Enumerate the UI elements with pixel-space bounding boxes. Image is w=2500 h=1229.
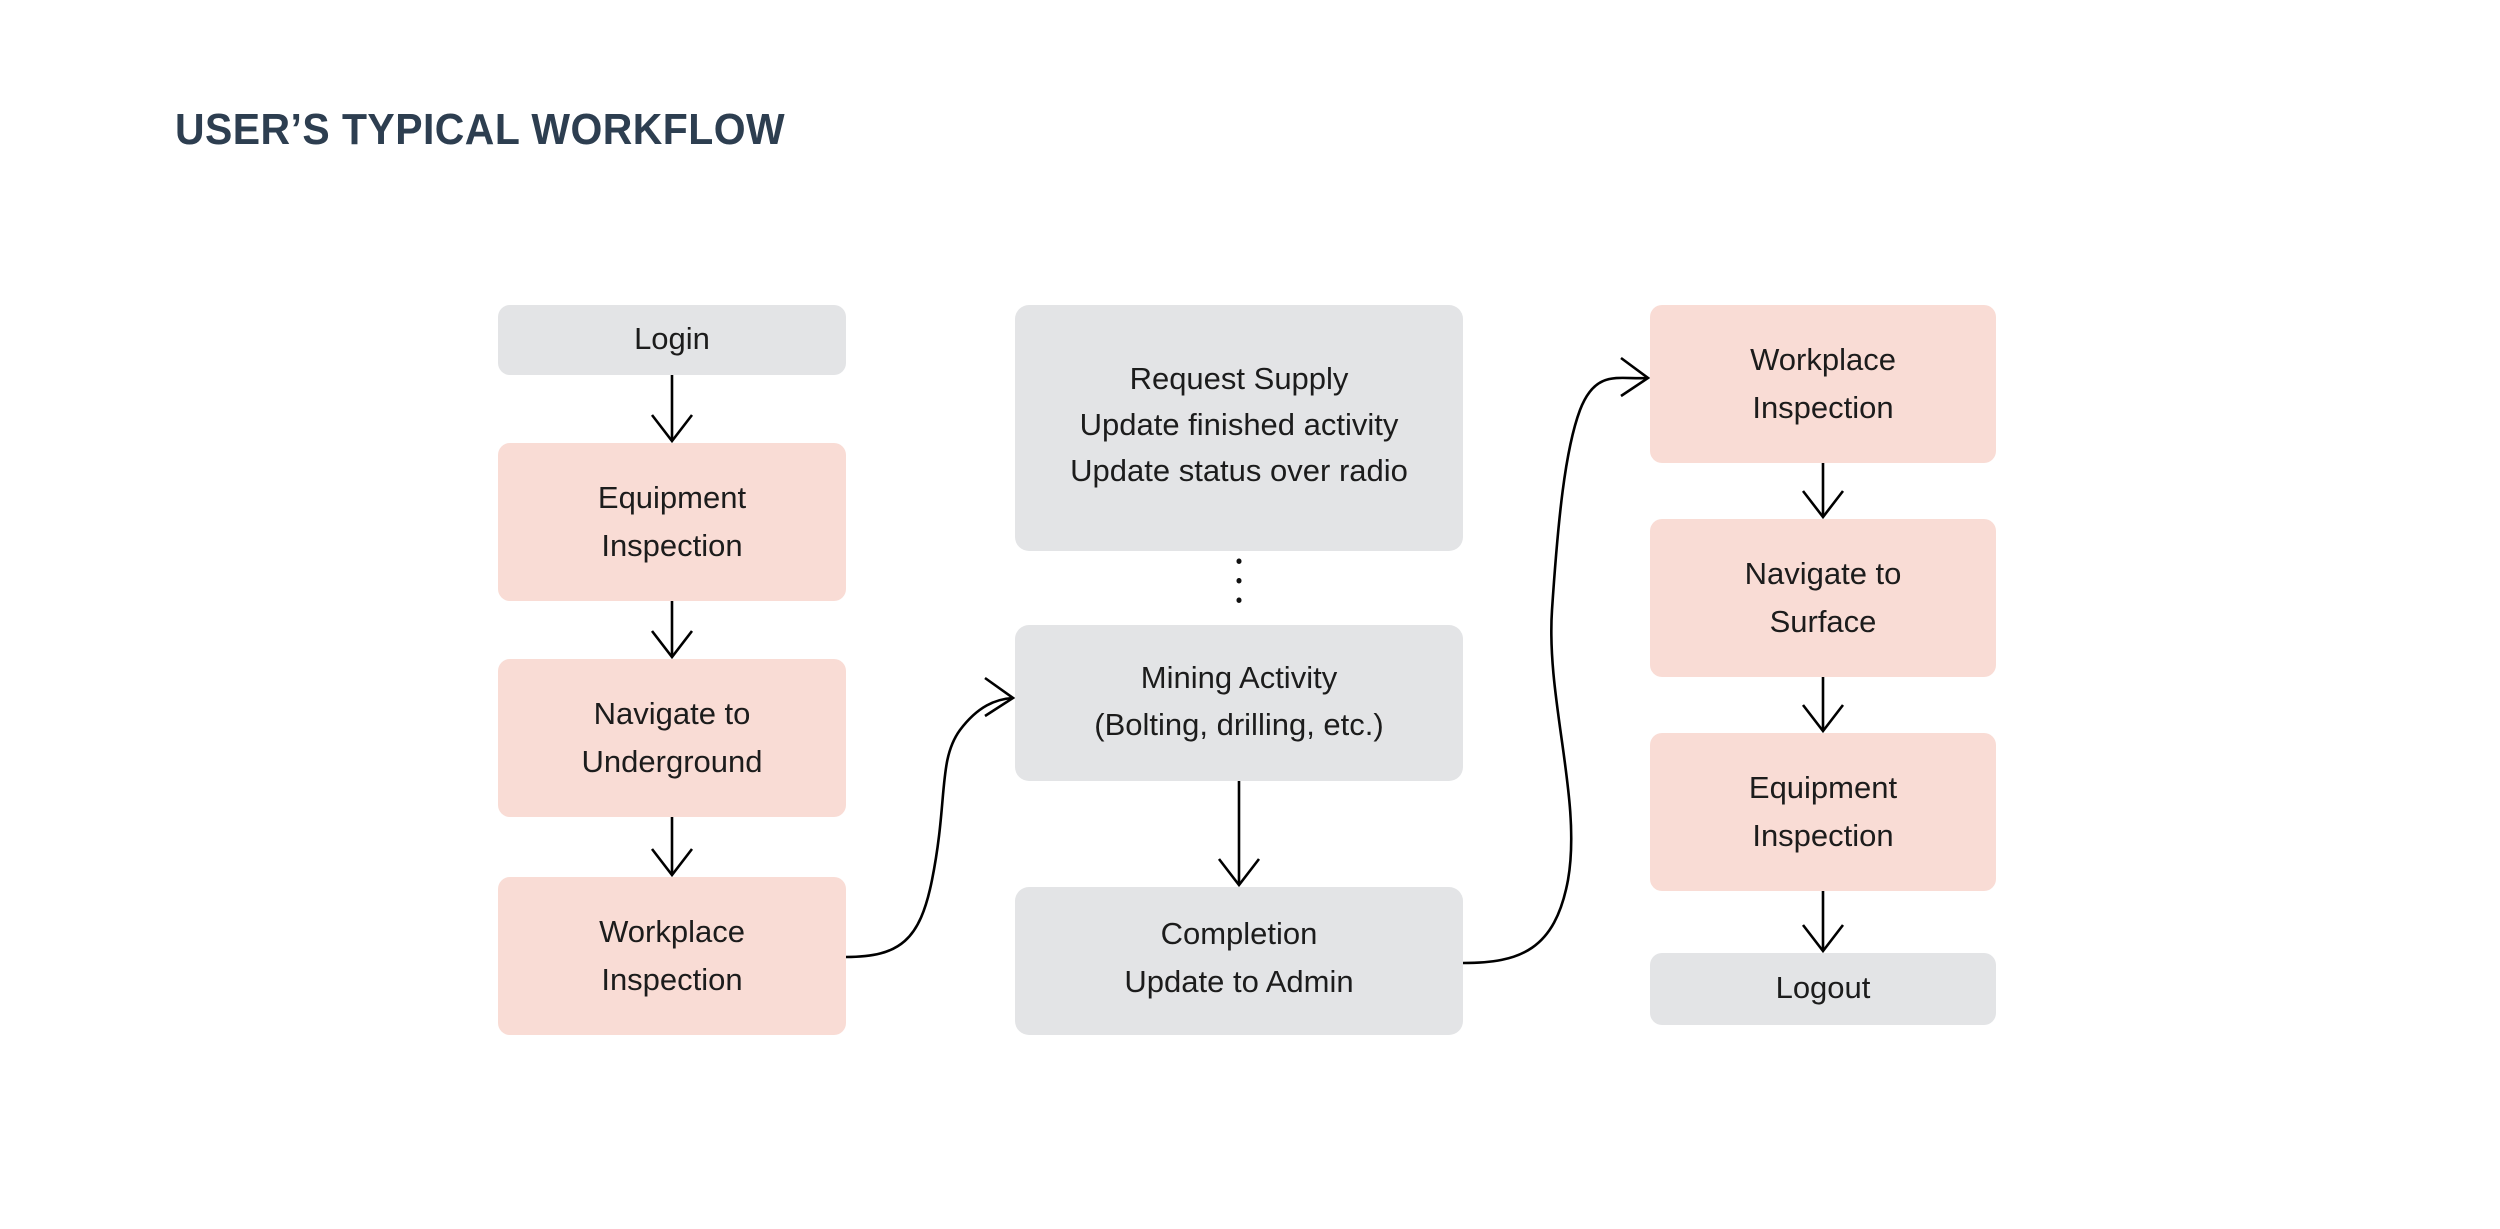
connector-completion-to-workplace-inspection-exit xyxy=(1462,356,1651,965)
node-equipment-inspection-start-box xyxy=(498,443,846,601)
node-workplace-inspection-exit-box xyxy=(1650,305,1996,463)
node-logout-box xyxy=(1650,953,1996,1025)
node-completion-update-to-admin-label-line2: Update to Admin xyxy=(1124,964,1353,999)
node-navigate-to-underground-label-line1: Navigate to xyxy=(594,696,751,731)
node-workplace-inspection-exit-label-line1: Workplace xyxy=(1750,342,1896,377)
node-equipment-inspection-end[interactable]: Equipment Inspection xyxy=(1650,733,1996,891)
node-completion-update-to-admin-box xyxy=(1015,887,1463,1035)
node-mining-activity-label-line2: (Bolting, drilling, etc.) xyxy=(1094,707,1383,742)
node-workplace-inspection-exit[interactable]: Workplace Inspection xyxy=(1650,305,1996,463)
node-equipment-inspection-start-label-line1: Equipment xyxy=(598,480,747,515)
connector-equipment-inspection-to-navigate-underground xyxy=(650,601,694,660)
node-mining-activity[interactable]: Mining Activity (Bolting, drilling, etc.… xyxy=(1015,625,1463,781)
node-equipment-inspection-end-label-line2: Inspection xyxy=(1752,818,1893,853)
node-workplace-inspection-underground[interactable]: Workplace Inspection xyxy=(498,877,846,1035)
node-mining-activity-box xyxy=(1015,625,1463,781)
node-logout-label: Logout xyxy=(1776,970,1871,1005)
node-supply-and-status-updates-box xyxy=(1015,305,1463,551)
node-equipment-inspection-end-label-line1: Equipment xyxy=(1749,770,1898,805)
node-navigate-to-surface-label-line1: Navigate to xyxy=(1745,556,1902,591)
node-navigate-to-underground[interactable]: Navigate to Underground xyxy=(498,659,846,817)
connector-navigate-surface-to-equipment-inspection xyxy=(1801,677,1845,734)
connector-login-to-equipment-inspection xyxy=(650,375,694,444)
node-completion-update-to-admin[interactable]: Completion Update to Admin xyxy=(1015,887,1463,1035)
node-navigate-to-underground-box xyxy=(498,659,846,817)
connector-navigate-underground-to-workplace-inspection xyxy=(650,817,694,878)
connector-workplace-inspection-exit-to-navigate-surface xyxy=(1801,463,1845,520)
node-navigate-to-surface[interactable]: Navigate to Surface xyxy=(1650,519,1996,677)
node-equipment-inspection-start-label-line2: Inspection xyxy=(601,528,742,563)
node-login-box xyxy=(498,305,846,375)
node-navigate-to-underground-label-line2: Underground xyxy=(582,744,763,779)
connector-mining-activity-to-completion xyxy=(1217,781,1261,888)
node-equipment-inspection-end-box xyxy=(1650,733,1996,891)
node-workplace-inspection-underground-label-line1: Workplace xyxy=(599,914,745,949)
node-workplace-inspection-underground-box xyxy=(498,877,846,1035)
node-mining-activity-label-line1: Mining Activity xyxy=(1141,660,1338,695)
node-navigate-to-surface-box xyxy=(1650,519,1996,677)
node-supply-and-status-updates-label-line3: Update status over radio xyxy=(1070,453,1408,488)
node-supply-and-status-updates[interactable]: Request Supply Update finished activity … xyxy=(1015,305,1463,551)
node-completion-update-to-admin-label-line1: Completion xyxy=(1161,916,1318,951)
node-supply-and-status-updates-label-line1: Request Supply xyxy=(1130,361,1349,396)
node-equipment-inspection-start[interactable]: Equipment Inspection xyxy=(498,443,846,601)
node-navigate-to-surface-label-line2: Surface xyxy=(1770,604,1877,639)
node-login-label: Login xyxy=(634,321,710,356)
node-supply-and-status-updates-label-line2: Update finished activity xyxy=(1080,407,1399,442)
node-workplace-inspection-exit-label-line2: Inspection xyxy=(1752,390,1893,425)
connector-equipment-inspection-to-logout xyxy=(1801,891,1845,954)
node-workplace-inspection-underground-label-line2: Inspection xyxy=(601,962,742,997)
connector-workplace-inspection-to-mining-activity xyxy=(845,676,1016,959)
node-login[interactable]: Login xyxy=(498,305,846,375)
page-title: USER’S TYPICAL WORKFLOW xyxy=(175,105,786,154)
node-logout[interactable]: Logout xyxy=(1650,953,1996,1025)
